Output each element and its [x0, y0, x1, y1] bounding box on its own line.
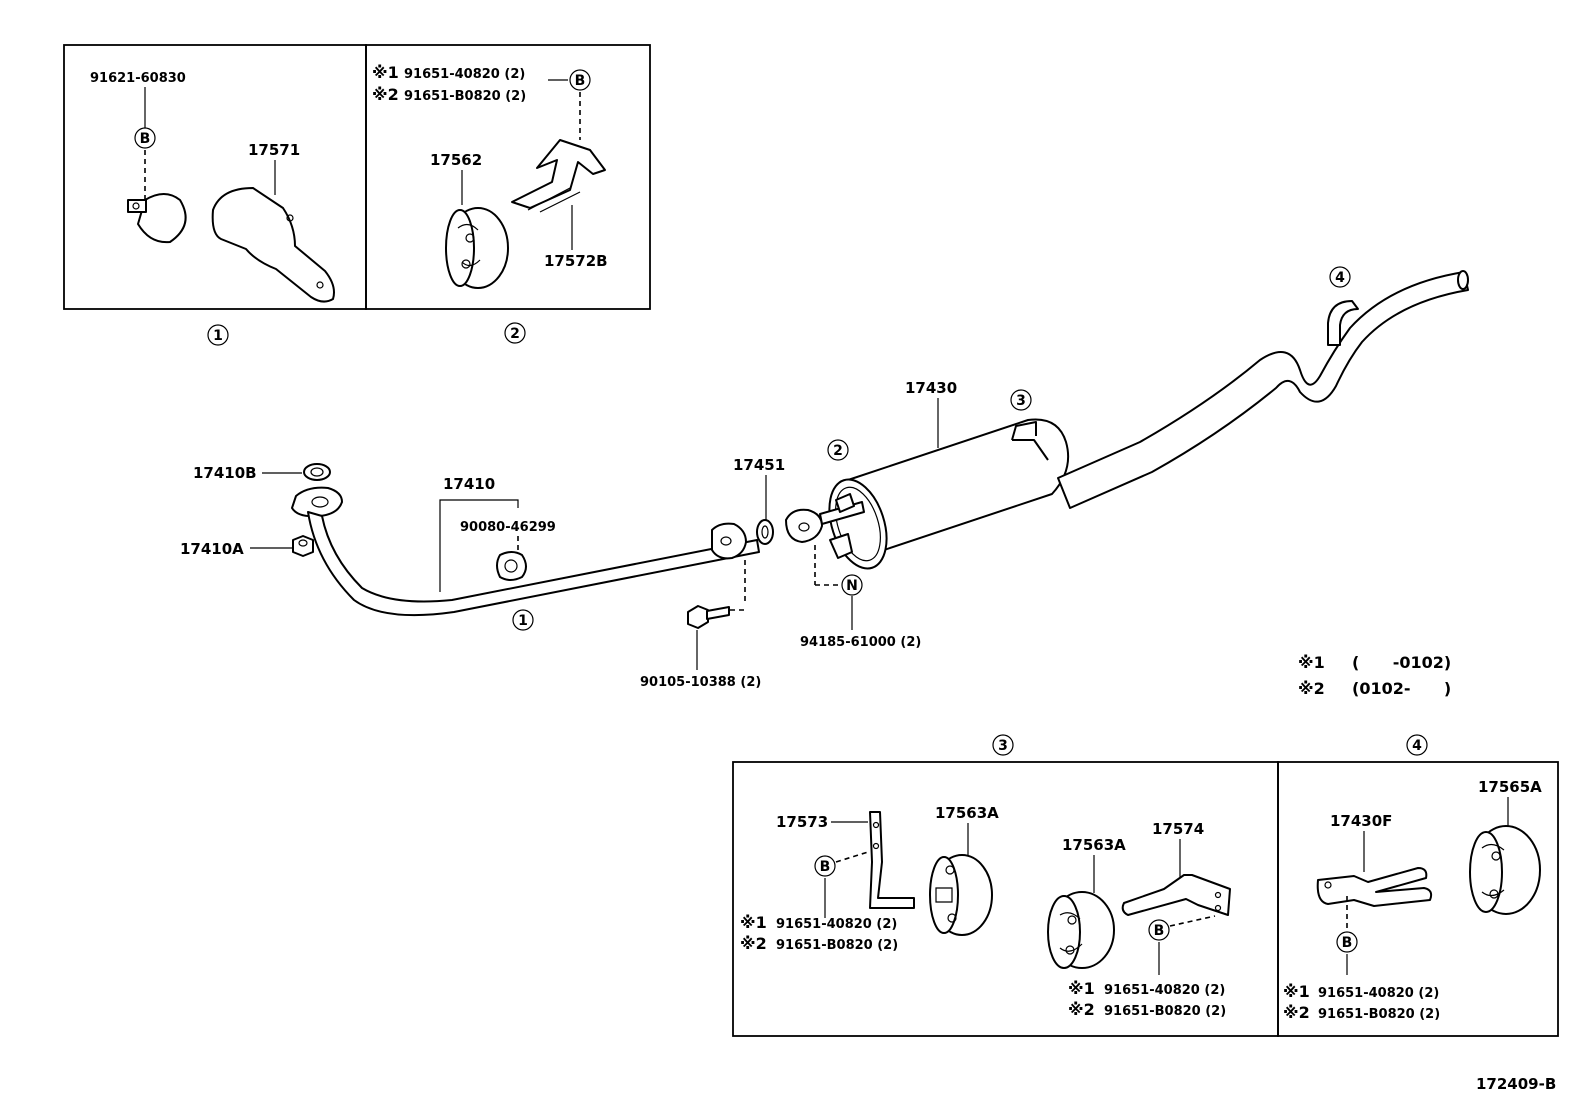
label-17410B: 17410B [193, 464, 257, 482]
inset4-label-2: 91651-B0820 (2) [1318, 1007, 1440, 1022]
svg-text:B: B [1154, 923, 1165, 939]
label-17563A-a: 17563A [935, 804, 999, 822]
muffler-17430 [847, 418, 1070, 555]
callout-2-main: 2 [827, 439, 849, 461]
svg-text:B: B [820, 859, 831, 875]
clamp-90080-46299 [496, 551, 527, 581]
label-17572B: 17572B [544, 252, 608, 270]
svg-text:B: B [1342, 935, 1353, 951]
inset4-mark-1: ※1 [1283, 982, 1310, 1001]
inset3-r-mark-2: ※2 [1068, 1000, 1095, 1019]
callout-3-main: 3 [1010, 389, 1032, 411]
label-17562: 17562 [430, 151, 482, 169]
label-90080-46299: 90080-46299 [460, 520, 556, 535]
callout-b-inset3-left: B [814, 855, 836, 877]
label-94185-61000: 94185-61000 (2) [800, 635, 921, 650]
callout-4-main: 4 [1329, 266, 1351, 288]
hanger-17565A [1469, 825, 1541, 915]
inset3-r-label-2: 91651-B0820 (2) [1104, 1004, 1226, 1019]
svg-text:4: 4 [1412, 738, 1422, 754]
inset3-r-label-1: 91651-40820 (2) [1104, 983, 1225, 998]
callout-1-main: 1 [512, 609, 534, 631]
note-1-text: ( -0102) [1352, 653, 1451, 672]
label-17410: 17410 [443, 475, 495, 493]
callout-n: N [841, 574, 863, 596]
bracket-17571 [211, 187, 335, 303]
inset-2-frame [365, 44, 651, 310]
hanger-17562 [445, 207, 509, 289]
inset4-label-1: 91651-40820 (2) [1318, 986, 1439, 1001]
nut-17410A [292, 535, 314, 557]
note-2-text: (0102- ) [1352, 679, 1451, 698]
callout-b-inset2: B [569, 69, 591, 91]
callout-2-inset: 2 [504, 322, 526, 344]
bracket-17430F [1316, 867, 1433, 907]
svg-text:N: N [846, 578, 858, 594]
label-17571: 17571 [248, 141, 300, 159]
inset3-l-label-2: 91651-B0820 (2) [776, 938, 898, 953]
hanger-17563A-a [929, 854, 993, 936]
svg-text:1: 1 [518, 613, 528, 629]
callout-b-inset1: B [134, 127, 156, 149]
label-17410A: 17410A [180, 540, 244, 558]
bracket-17572B [511, 139, 606, 209]
svg-text:4: 4 [1335, 270, 1345, 286]
label-17451: 17451 [733, 456, 785, 474]
label-91621-60830: 91621-60830 [90, 71, 186, 86]
bolt-90105-10388 [687, 605, 730, 629]
label-17563A-b: 17563A [1062, 836, 1126, 854]
tail-pipe [1057, 271, 1469, 509]
hanger-17563A-b [1047, 891, 1115, 969]
inset2-label-2: 91651-B0820 (2) [404, 89, 526, 104]
gasket-17410B [303, 463, 331, 481]
svg-text:2: 2 [510, 326, 520, 342]
bracket-17573 [869, 811, 915, 909]
inset-4-frame [1277, 761, 1559, 1037]
gasket-17451 [756, 519, 774, 545]
label-17430F: 17430F [1330, 812, 1392, 830]
callout-1-inset: 1 [207, 324, 229, 346]
callout-b-inset3-right: B [1148, 919, 1170, 941]
callout-b-inset4: B [1336, 931, 1358, 953]
svg-text:2: 2 [833, 443, 843, 459]
hanger-bracket-muffler [1011, 421, 1049, 461]
inset2-note-1-mark: ※1 [372, 63, 399, 82]
label-17565A: 17565A [1478, 778, 1542, 796]
svg-text:3: 3 [998, 738, 1008, 754]
label-17573: 17573 [776, 813, 828, 831]
label-17574: 17574 [1152, 820, 1204, 838]
svg-text:B: B [140, 131, 151, 147]
inset2-label-1: 91651-40820 (2) [404, 67, 525, 82]
bracket-17574 [1121, 874, 1231, 916]
front-pipe-17410 [307, 511, 760, 617]
callout-4-inset: 4 [1406, 734, 1428, 756]
diagram-code: 172409-B [1476, 1075, 1556, 1093]
flange-front-pipe [291, 486, 343, 518]
inset2-note-2-mark: ※2 [372, 85, 399, 104]
inset4-mark-2: ※2 [1283, 1003, 1310, 1022]
inset3-l-label-1: 91651-40820 (2) [776, 917, 897, 932]
inset3-l-mark-1: ※1 [740, 913, 767, 932]
inset3-l-mark-2: ※2 [740, 934, 767, 953]
callout-3-inset: 3 [992, 734, 1014, 756]
inset3-r-mark-1: ※1 [1068, 979, 1095, 998]
tail-pipe-hanger [1327, 300, 1359, 346]
svg-text:3: 3 [1016, 393, 1026, 409]
note-2-mark: ※2 [1298, 679, 1325, 698]
svg-text:1: 1 [213, 328, 223, 344]
muffler-inlet-flange [785, 508, 823, 543]
svg-text:B: B [575, 73, 586, 89]
note-1-mark: ※1 [1298, 653, 1325, 672]
label-90105-10388: 90105-10388 (2) [640, 675, 761, 690]
label-17430: 17430 [905, 379, 957, 397]
clamp-part-inset1 [127, 193, 187, 244]
